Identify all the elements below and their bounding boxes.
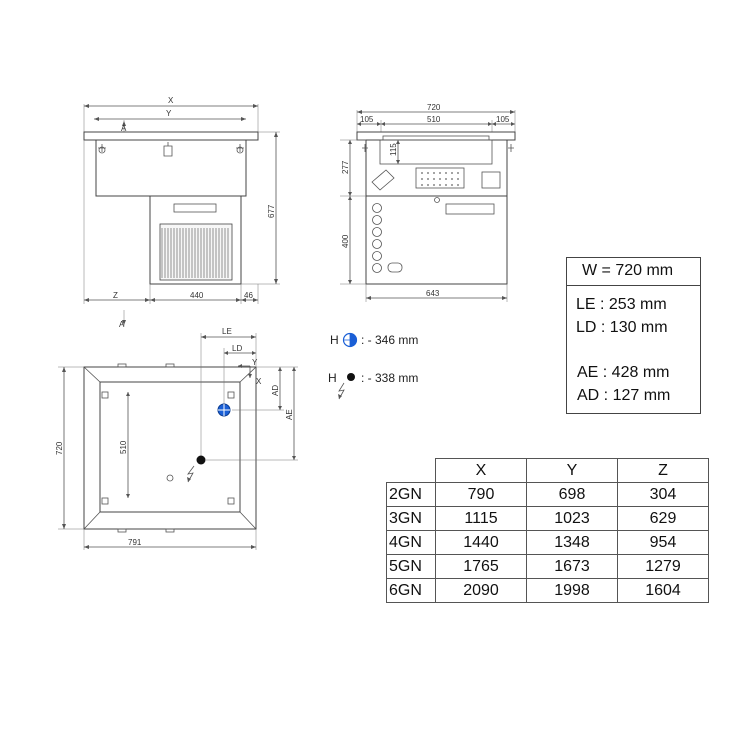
cell-x: 1765 [435, 554, 527, 579]
summary-w: W = 720 mm [582, 262, 674, 279]
dim-720: 720 [427, 103, 441, 112]
dim-z-label: Z [113, 291, 118, 300]
cell-x: 2090 [435, 578, 527, 603]
table-row: 2GN 790 698 304 [386, 482, 709, 507]
condenser-grid [159, 223, 233, 281]
ae-label: AE [285, 409, 294, 420]
cell-x: 1115 [435, 506, 527, 531]
legend-drain-h: H [330, 333, 339, 347]
dim-46: 46 [244, 291, 253, 300]
summary-ae: AE : 428 mm [577, 364, 670, 381]
dim-643: 643 [426, 289, 440, 298]
dim-720-top: 720 [55, 441, 64, 455]
table-row: 4GN 1440 1348 954 [386, 530, 709, 555]
dim-510: 510 [427, 115, 441, 124]
table-corner [386, 458, 436, 483]
dim-277: 277 [341, 160, 350, 174]
cell-x: 1440 [435, 530, 527, 555]
top-view: 720 510 791 LE LD Y X AD AE [55, 327, 298, 550]
cell-y: 698 [526, 482, 618, 507]
section-a-top: A [121, 124, 127, 133]
dim-400: 400 [341, 234, 350, 248]
cell-z: 1279 [617, 554, 709, 579]
legend-power-icon [338, 373, 355, 400]
summary-ld: LD : 130 mm [576, 319, 668, 336]
legend-power-h: H [328, 371, 337, 385]
dim-115: 115 [389, 143, 398, 156]
dim-105-left: 105 [360, 115, 374, 124]
row-name: 3GN [386, 506, 436, 531]
dim-677: 677 [267, 204, 276, 218]
power-point-icon [187, 455, 206, 483]
legend-drain-icon [342, 332, 358, 348]
table-header-z: Z [617, 458, 709, 483]
cell-z: 1604 [617, 578, 709, 603]
axis-y-label: Y [252, 358, 258, 367]
summary-box: W = 720 mm LE : 253 mm LD : 130 mm AE : … [566, 257, 701, 414]
ld-label: LD [232, 344, 242, 353]
cell-x: 790 [435, 482, 527, 507]
cell-y: 1673 [526, 554, 618, 579]
row-name: 2GN [386, 482, 436, 507]
summary-ad: AD : 127 mm [577, 387, 671, 404]
row-name: 5GN [386, 554, 436, 579]
cell-y: 1023 [526, 506, 618, 531]
cell-y: 1348 [526, 530, 618, 555]
axis-x-label: X [256, 377, 262, 386]
dim-791: 791 [128, 538, 142, 547]
table-row: 5GN 1765 1673 1279 [386, 554, 709, 579]
cell-y: 1998 [526, 578, 618, 603]
table-header-x: X [435, 458, 527, 483]
ad-label: AD [271, 385, 280, 396]
summary-divider [567, 285, 700, 286]
dim-440: 440 [190, 291, 204, 300]
legend-drain-value: : - 346 mm [361, 333, 419, 347]
row-name: 4GN [386, 530, 436, 555]
cell-z: 954 [617, 530, 709, 555]
dimension-table: X Y Z 2GN 790 698 304 3GN 1115 1023 629 … [386, 458, 709, 603]
row-name: 6GN [386, 578, 436, 603]
cell-z: 304 [617, 482, 709, 507]
table-header-y: Y [526, 458, 618, 483]
table-row: 6GN 2090 1998 1604 [386, 578, 709, 603]
knockout-holes [372, 203, 403, 273]
summary-le: LE : 253 mm [576, 296, 667, 313]
cell-z: 629 [617, 506, 709, 531]
table-header-row: X Y Z [386, 458, 709, 483]
dim-y-label: Y [166, 109, 172, 118]
drain-point-icon [217, 403, 231, 417]
le-label: LE [222, 327, 232, 336]
dim-105-right: 105 [496, 115, 510, 124]
dim-x-label: X [168, 96, 174, 105]
table-row: 3GN 1115 1023 629 [386, 506, 709, 531]
legend-power-value: : - 338 mm [361, 371, 419, 385]
side-view: 720 105 510 105 115 [340, 103, 516, 302]
front-view: X Y A 677 [83, 96, 280, 329]
dim-510-top: 510 [119, 440, 128, 454]
section-a-bottom: A [119, 320, 125, 329]
